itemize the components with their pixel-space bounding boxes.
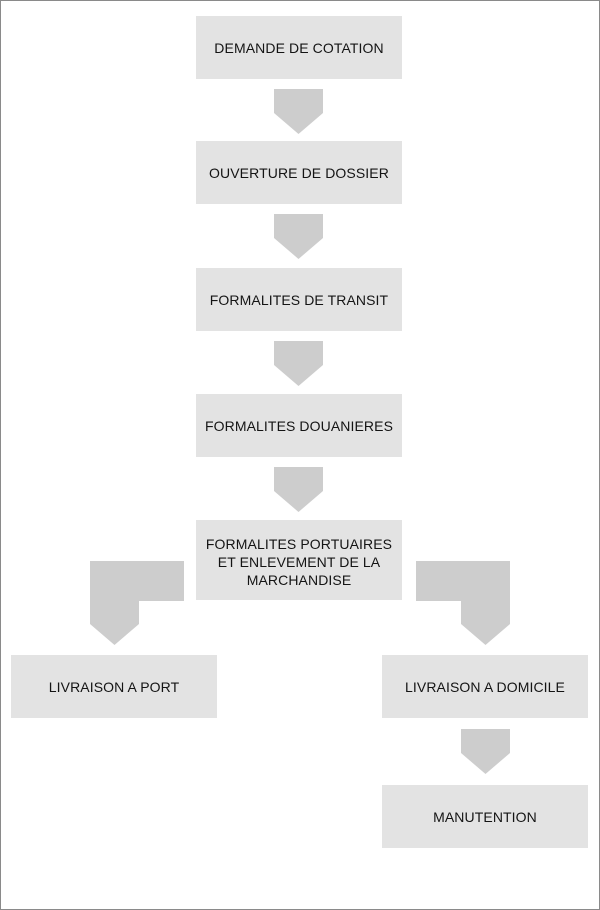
arrow-down-1 (274, 89, 323, 134)
arrow-down-2 (274, 214, 323, 259)
step-livraison-port: LIVRAISON A PORT (11, 655, 217, 718)
arrow-left-branch (90, 561, 184, 645)
arrow-right-branch (416, 561, 510, 645)
step-manutention: MANUTENTION (382, 785, 588, 848)
step-ouverture-dossier: OUVERTURE DE DOSSIER (196, 141, 402, 204)
step-formalites-transit: FORMALITES DE TRANSIT (196, 268, 402, 331)
arrow-down-domicile (461, 729, 510, 774)
step-formalites-douanieres: FORMALITES DOUANIERES (196, 394, 402, 457)
arrow-down-4 (274, 467, 323, 512)
step-formalites-portuaires: FORMALITES PORTUAIRES ET ENLEVEMENT DE L… (196, 520, 402, 600)
arrow-down-3 (274, 341, 323, 386)
step-demande-cotation: DEMANDE DE COTATION (196, 16, 402, 79)
step-livraison-domicile: LIVRAISON A DOMICILE (382, 655, 588, 718)
